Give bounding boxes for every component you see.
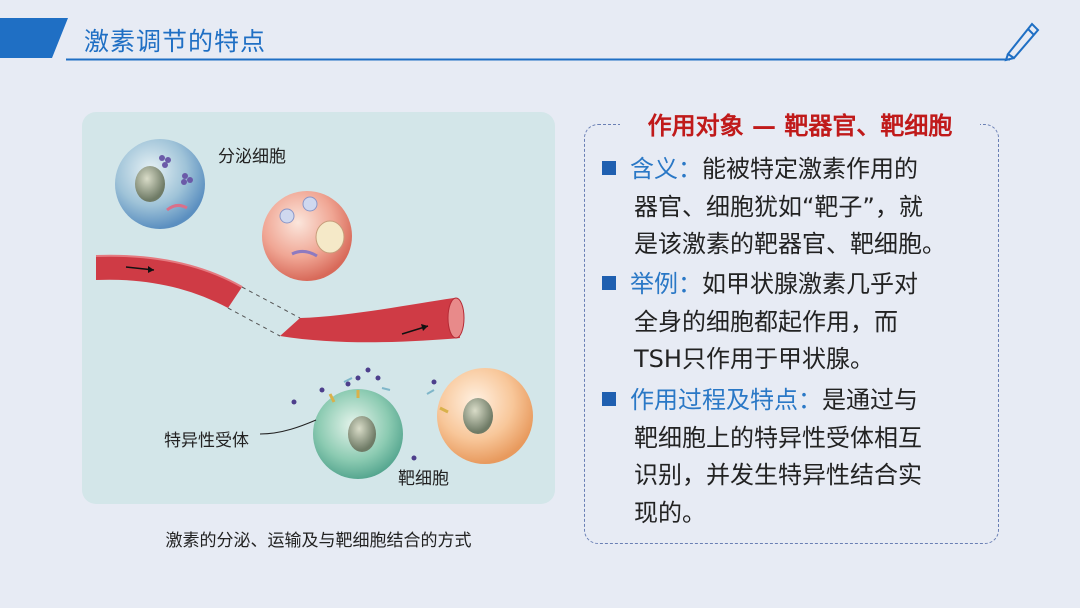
title-underline — [66, 58, 1010, 61]
bullet-example: 举例：如甲状腺激素几乎对 全身的细胞都起作用，而 TSH只作用于甲状腺。 — [602, 266, 992, 379]
bullet-line: TSH只作用于甲状腺。 — [634, 345, 874, 373]
bullet-line: 靶细胞上的特异性受体相互 — [634, 423, 922, 452]
page-title: 激素调节的特点 — [84, 27, 267, 56]
bullet-line: 器官、细胞犹如“靶子”，就 — [634, 192, 923, 221]
orange-cell — [437, 368, 533, 464]
bullet-process: 作用过程及特点：是通过与 靶细胞上的特异性受体相互 识别，并发生特异性结合实 现… — [602, 382, 992, 532]
pen-icon — [1004, 22, 1040, 62]
label-target-cell: 靶细胞 — [398, 469, 449, 489]
figure-caption: 激素的分泌、运输及与靶细胞结合的方式 — [165, 531, 472, 551]
blood-vessel — [95, 254, 465, 343]
figure-panel: 分泌细胞 特异性受体 靶细胞 — [82, 112, 555, 504]
bullet-line: 识别，并发生特异性结合实 — [634, 461, 922, 489]
bullet-line: 全身的细胞都起作用，而 — [634, 307, 898, 336]
bullet-line: 能被特定激素作用的 — [702, 155, 918, 183]
receptor-marks — [343, 377, 435, 395]
bullet-line: 现的。 — [634, 498, 706, 527]
hormone-molecules — [291, 367, 437, 461]
bullet-line: 是通过与 — [822, 386, 918, 414]
info-heading: 作用对象 — 靶器官、靶细胞 — [620, 108, 980, 144]
bullet-square-icon — [602, 161, 616, 175]
hormone-illustration — [95, 139, 533, 479]
label-secreting-cell: 分泌细胞 — [218, 147, 286, 167]
bullet-key: 举例： — [630, 270, 702, 298]
bullet-meaning: 含义：能被特定激素作用的 器官、细胞犹如“靶子”，就 是该激素的靶器官、靶细胞。 — [602, 151, 992, 264]
bullet-key: 含义： — [630, 155, 702, 183]
bullet-square-icon — [602, 392, 616, 406]
title-bar: 激素调节的特点 — [0, 18, 1080, 62]
secreting-cell-blue — [115, 139, 205, 229]
bullet-key: 作用过程及特点： — [630, 386, 822, 414]
label-specific-receptor: 特异性受体 — [164, 431, 249, 451]
target-cell-green — [313, 389, 403, 479]
secreting-cell-red — [262, 191, 352, 281]
title-tab-decoration — [0, 18, 68, 58]
bullet-square-icon — [602, 276, 616, 290]
bullet-line: 如甲状腺激素几乎对 — [702, 270, 918, 298]
bullet-line: 是该激素的靶器官、靶细胞。 — [634, 230, 946, 258]
